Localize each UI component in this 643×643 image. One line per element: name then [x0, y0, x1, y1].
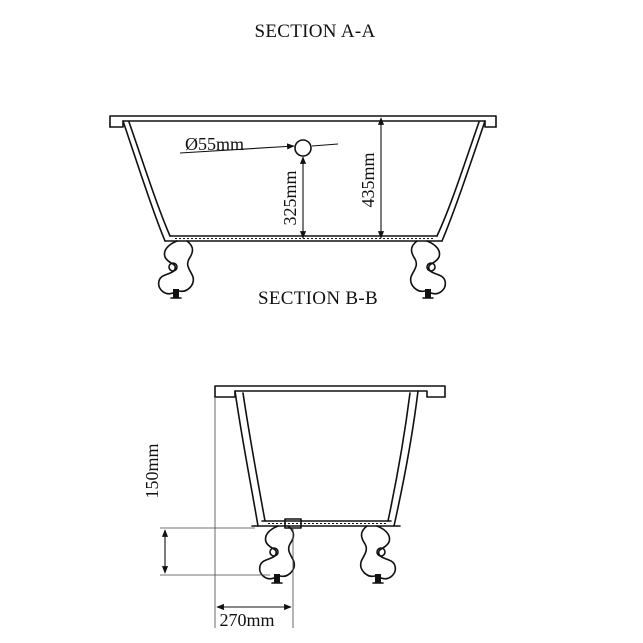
clawfoot-left: [157, 240, 195, 299]
offset-dimension: 270mm: [214, 397, 294, 630]
clawfoot-right: [409, 240, 447, 299]
offset-label: 270mm: [219, 610, 274, 630]
waste-height-label: 325mm: [280, 170, 300, 225]
diameter-label: Ø55mm: [185, 134, 244, 154]
section-b-title: SECTION B-B: [258, 288, 378, 309]
bathtub-section-a: [109, 115, 497, 242]
depth-label: 435mm: [358, 152, 378, 207]
section-a-title: SECTION A-A: [255, 21, 376, 42]
section-b-b: SECTION B-B 150mm: [142, 288, 446, 630]
section-a-a: SECTION A-A Ø55mm 32: [109, 21, 497, 299]
diameter-dimension: Ø55mm: [179, 134, 339, 154]
height-label: 150mm: [142, 443, 162, 498]
clawfoot-right: [359, 525, 397, 584]
depth-dimension: 435mm: [358, 117, 385, 239]
waste-outlet: [294, 139, 312, 157]
height-dimension: 150mm: [142, 443, 270, 576]
clawfoot-left: [258, 525, 296, 584]
waste-height-dimension: 325mm: [280, 156, 307, 239]
bathtub-section-b: [214, 385, 446, 529]
